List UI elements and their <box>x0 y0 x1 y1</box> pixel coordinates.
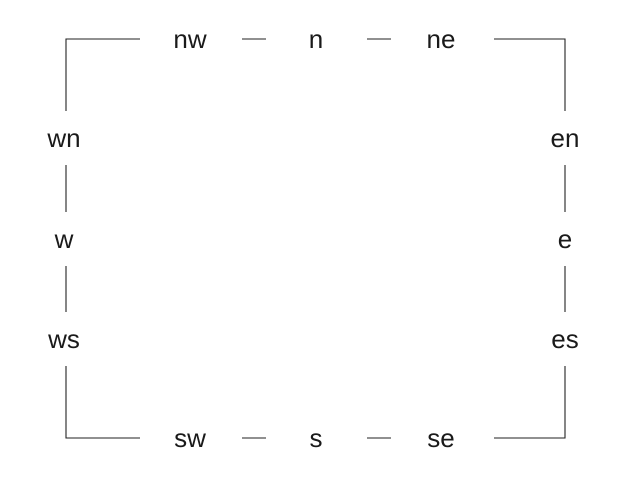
bottom-right-corner-line <box>494 366 566 439</box>
top-right-corner-line <box>494 38 566 111</box>
label-e: e <box>558 224 572 254</box>
label-wn: wn <box>46 123 80 153</box>
bottom-left-corner-line <box>65 366 140 439</box>
label-w: w <box>54 224 74 254</box>
label-sw: sw <box>174 423 206 453</box>
label-n: n <box>309 24 323 54</box>
label-en: en <box>551 123 580 153</box>
label-se: se <box>427 423 454 453</box>
label-es: es <box>551 324 578 354</box>
label-ws: ws <box>47 324 80 354</box>
top-left-corner-line <box>65 38 140 111</box>
label-ne: ne <box>427 24 456 54</box>
label-s: s <box>310 423 323 453</box>
label-nw: nw <box>173 24 206 54</box>
